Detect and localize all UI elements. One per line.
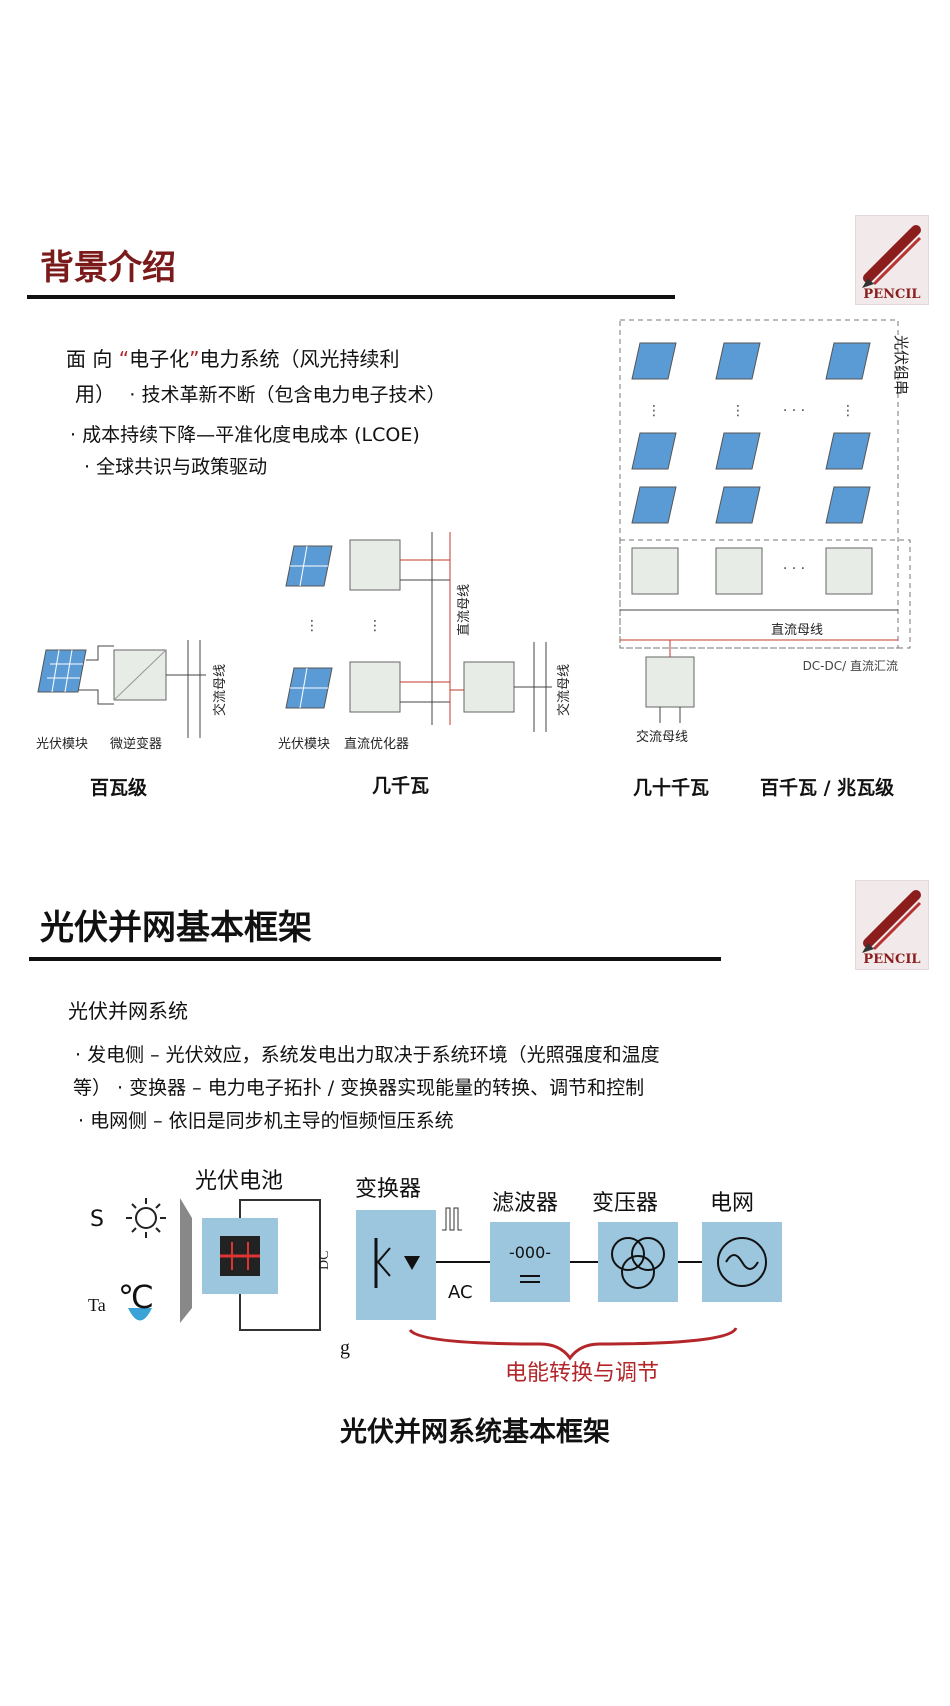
- optimizer-box: [349, 661, 401, 713]
- section-title-background: 背景介绍: [40, 248, 176, 288]
- svg-text:直流母线: 直流母线: [771, 623, 823, 638]
- caption-hundred-watt: 百瓦级: [90, 777, 148, 799]
- svg-text:PENCIL: PENCIL: [863, 287, 920, 302]
- svg-text:· · ·: · · ·: [783, 403, 805, 419]
- micro-inverter-diagram: 交流母线 光伏模块 微逆变器: [36, 640, 228, 752]
- svg-text:S: S: [90, 1207, 104, 1232]
- svg-text:光伏模块: 光伏模块: [36, 737, 88, 752]
- heading-line2: 用） · 技术革新不断（包含电力电子技术）: [75, 382, 446, 406]
- transformer-box: [598, 1222, 678, 1302]
- svg-text:AC: AC: [448, 1282, 473, 1303]
- caption-megawatt: 百千瓦 / 兆瓦级: [760, 777, 895, 799]
- converter-box: [356, 1210, 436, 1320]
- title-divider: [27, 295, 675, 299]
- pencil-icon: PENCIL: [862, 890, 922, 967]
- bullet-policy: · 全球共识与政策驱动: [84, 456, 268, 478]
- inverter-box: [463, 661, 515, 713]
- svg-text:交流母线: 交流母线: [212, 664, 228, 716]
- title-divider: [29, 957, 721, 961]
- svg-text:DC: DC: [317, 1251, 332, 1270]
- svg-text:变压器: 变压器: [592, 1191, 658, 1216]
- subtitle-pv-grid: 光伏并网系统: [68, 999, 188, 1023]
- svg-text:PENCIL: PENCIL: [863, 952, 920, 967]
- svg-text:光伏组串: 光伏组串: [892, 335, 910, 395]
- solar-panel-icon: [37, 649, 87, 693]
- optimizer-box: [349, 539, 401, 591]
- svg-text:变换器: 变换器: [355, 1177, 421, 1202]
- svg-text:交流母线: 交流母线: [556, 664, 572, 716]
- svg-text:电网: 电网: [710, 1191, 754, 1216]
- svg-text:滤波器: 滤波器: [492, 1191, 558, 1216]
- svg-text:交流母线: 交流母线: [636, 729, 688, 745]
- caption-kilowatt: 几千瓦: [372, 775, 430, 797]
- svg-text:-000-: -000-: [509, 1243, 551, 1262]
- solar-panel-icon: [285, 545, 333, 587]
- pencil-logo: PENCIL: [855, 880, 929, 970]
- svg-text:光伏电池: 光伏电池: [195, 1169, 283, 1194]
- string-inverter-diagram: ⋮ · · · · · · 直流母线 光伏组串 DC-DC/ 直流汇流 交流母线: [619, 319, 911, 745]
- solar-panel-icon: [285, 667, 333, 709]
- svg-text:⋮: ⋮: [305, 618, 319, 634]
- svg-text:微逆变器: 微逆变器: [110, 736, 162, 752]
- figure-caption: 光伏并网系统基本框架: [340, 1417, 610, 1448]
- heading-line1: 面 向 “电子化”电力系统（风光持续利: [66, 347, 400, 371]
- svg-text:⋮: ⋮: [368, 618, 382, 634]
- svg-text:Ta: Ta: [88, 1295, 106, 1315]
- svg-text:℃: ℃: [118, 1278, 154, 1316]
- inverter-box: [645, 656, 695, 708]
- pv-string-column: ⋮: [631, 342, 679, 595]
- sun-icon: [126, 1198, 166, 1238]
- dc-optimizer-diagram: ⋮ ⋮ 直流母线 交流母线 光伏模块 直流优化器: [278, 532, 572, 752]
- svg-text:电能转换与调节: 电能转换与调节: [505, 1361, 659, 1386]
- bullet-converter: 等） · 变换器 – 电力电子拓扑 / 变换器实现能量的转换、调节和控制: [73, 1077, 645, 1099]
- svg-text:直流母线: 直流母线: [457, 584, 472, 636]
- pencil-logo: PENCIL: [855, 215, 929, 305]
- caption-tens-kilowatt: 几十千瓦: [633, 777, 710, 799]
- bullet-lcoe: · 成本持续下降—平准化度电成本 (LCOE): [70, 424, 420, 446]
- section-title-framework: 光伏并网基本框架: [40, 908, 312, 948]
- thermometer-icon: ℃: [118, 1278, 154, 1321]
- svg-text:光伏模块: 光伏模块: [278, 737, 330, 752]
- filter-box: [490, 1222, 570, 1302]
- pencil-icon: PENCIL: [862, 225, 922, 302]
- bullet-grid-side: · 电网侧 – 依旧是同步机主导的恒频恒压系统: [78, 1110, 454, 1132]
- svg-text:DC-DC/ 直流汇流: DC-DC/ 直流汇流: [803, 659, 898, 673]
- svg-text:直流优化器: 直流优化器: [344, 737, 409, 752]
- bullet-generation: · 发电侧 – 光伏效应，系统发电出力取决于系统环境（光照强度和温度: [75, 1044, 660, 1066]
- svg-text:g: g: [340, 1337, 350, 1359]
- grid-framework-diagram: S Ta ℃ 光伏电池 DC 变换器 g AC 滤波器 -000- 变压器 电网: [88, 1169, 782, 1386]
- svg-text:· · ·: · · ·: [783, 561, 805, 577]
- svg-text:⋮: ⋮: [647, 403, 661, 419]
